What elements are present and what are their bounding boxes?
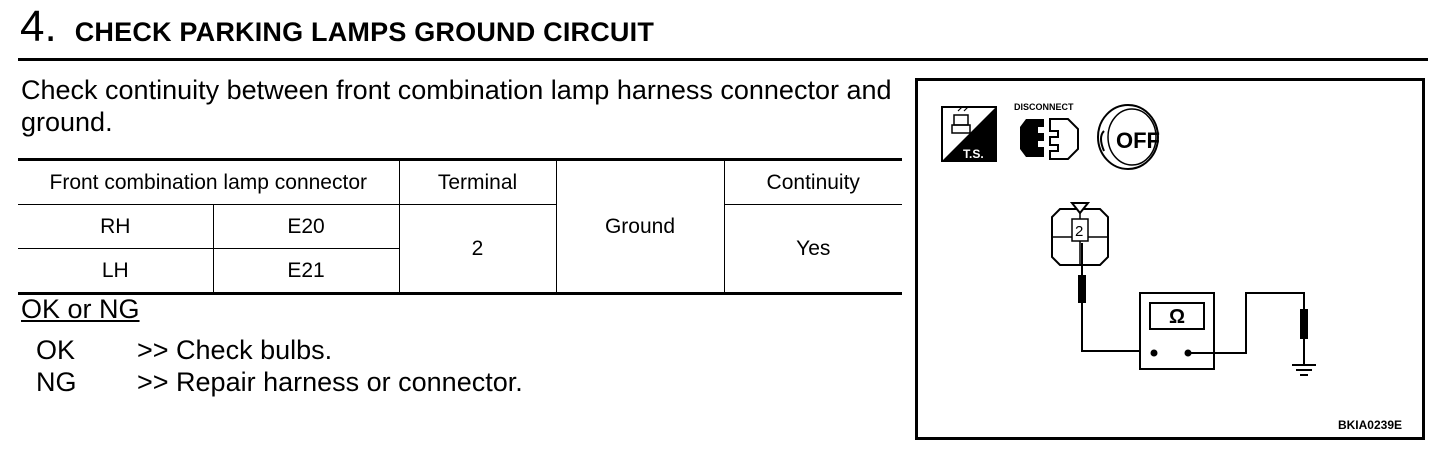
harness-connector: 2: [1051, 202, 1109, 266]
ok-ng-heading: OK or NG: [21, 294, 140, 324]
header-connector: Front combination lamp connector: [18, 158, 399, 205]
ts-label: T.S.: [963, 147, 984, 161]
header-continuity: Continuity: [723, 158, 902, 205]
disconnect-icon: DISCONNECT: [1014, 102, 1079, 160]
table-header-row: Front combination lamp connector Termina…: [18, 158, 902, 295]
result-ok: OK >> Check bulbs.: [36, 335, 332, 366]
ts-icon: T.S.: [941, 106, 997, 162]
table-row: RH E20 2 Yes: [18, 204, 902, 295]
ohm-symbol: Ω: [1169, 306, 1185, 328]
step-title: CHECK PARKING LAMPS GROUND CIRCUIT: [74, 17, 655, 47]
result-ng: NG >> Repair harness or connector.: [36, 367, 523, 398]
ground-symbol-icon: [1292, 364, 1316, 376]
cell-terminal: 2: [398, 204, 556, 295]
step-number-dot: .: [44, 2, 57, 51]
diagram-svg: T.S. DISCONNECT OFF 2: [941, 102, 1316, 376]
step-header: 4. CHECK PARKING LAMPS GROUND CIRCUIT: [20, 2, 654, 52]
figure-code: BKIA0239E: [1337, 418, 1402, 432]
cell-connector: E21: [212, 248, 399, 295]
table-row: LH E21: [18, 248, 902, 295]
off-label: OFF: [1116, 128, 1160, 153]
terminal-label: 2: [1075, 223, 1083, 240]
step-number: 4: [20, 2, 45, 51]
result-code: NG: [36, 367, 77, 397]
instruction-text: Check continuity between front combinati…: [21, 75, 892, 137]
cell-side: RH: [18, 204, 213, 249]
disconnect-label: DISCONNECT: [1014, 102, 1074, 112]
cell-side: LH: [18, 248, 213, 295]
result-action: >> Check bulbs.: [137, 335, 333, 365]
result-action: >> Repair harness or connector.: [137, 367, 523, 397]
cell-ground: Ground: [555, 158, 724, 295]
result-code: OK: [36, 335, 76, 365]
continuity-check-diagram: T.S. DISCONNECT OFF 2: [915, 78, 1425, 440]
continuity-table: Front combination lamp connector Termina…: [18, 158, 902, 295]
cell-connector: E20: [212, 204, 399, 249]
probe-connector: [1078, 243, 1152, 352]
ohmmeter: Ω: [1139, 292, 1215, 370]
header-rule: [18, 58, 1428, 61]
probe-ground: [1188, 292, 1308, 365]
ignition-off-icon: OFF: [1097, 104, 1160, 170]
cell-continuity: Yes: [723, 204, 902, 295]
header-terminal: Terminal: [398, 158, 556, 205]
